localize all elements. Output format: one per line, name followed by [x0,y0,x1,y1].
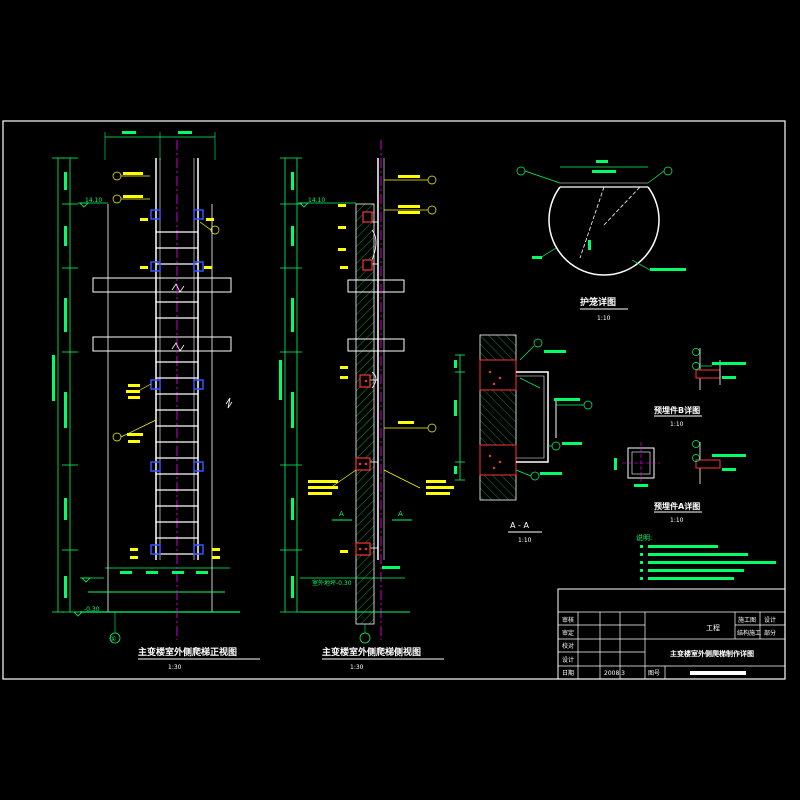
front-elev-top: 14.10 [85,197,102,204]
embed-a-detail: 预埋件A详图 1:10 [614,440,746,524]
tb-stage: 施工图 [738,616,756,624]
side-ground-label: 室外地坪-0.30 [312,579,352,587]
embed-b-detail: 预埋件B详图 1:10 [654,348,746,428]
tb-row-5: 日期 [562,669,574,677]
hoop-scale: 1:10 [597,315,611,322]
tb-row-1: 审核 [562,616,574,624]
notes-block: 说明: [636,533,776,580]
drawing-frame [2,120,786,680]
tb-row-3: 校对 [562,642,574,650]
embed-b-title: 预埋件B详图 [654,405,700,415]
tb-date: 2008.3 [604,670,625,677]
tb-part: 部分 [764,629,776,637]
tb-drawing-title: 主变楼室外侧爬梯制作详图 [670,649,754,658]
front-view-scale: 1:30 [168,664,182,671]
tb-phase: 结构施工 [737,629,761,637]
hoop-title: 护笼详图 [580,296,616,308]
notes-title: 说明: [636,533,652,542]
section-title: A - A [510,521,529,530]
front-axis-label: ① [110,635,116,643]
side-view-scale: 1:30 [350,664,364,671]
tb-row-2: 审定 [562,629,574,637]
embed-a-title: 预埋件A详图 [654,501,700,511]
section-scale: 1:10 [518,537,532,544]
front-view-title: 主变楼室外侧爬梯正视图 [138,646,237,658]
title-block: 审核 审定 校对 设计 日期 工程 施工图 设计 结构施工 部分 主变楼室外侧爬… [557,588,786,680]
section-mark-left: A [339,510,344,518]
tb-discipline: 设计 [764,616,776,624]
front-view: 14.10 -0.30 ① 主变楼室外侧爬梯正视图 1:30 [52,131,260,671]
tb-row-4: 设计 [562,656,574,664]
section-aa: A - A 1:10 [454,334,593,544]
tb-sheet-label: 图号 [648,670,660,677]
side-elev-top: 14.10 [308,197,325,204]
side-view-title: 主变楼室外侧爬梯侧视图 [322,646,421,658]
embed-b-scale: 1:10 [670,421,684,428]
section-mark-right: A [398,510,403,518]
front-elev-bottom: -0.30 [84,606,100,613]
embed-a-scale: 1:10 [670,517,684,524]
hoop-detail: 护笼详图 1:10 [516,160,686,322]
side-view: 14.10 室外地坪-0.30 A A 主变楼室外侧爬梯侧视图 1:30 [279,140,454,671]
tb-project: 工程 [706,623,720,632]
